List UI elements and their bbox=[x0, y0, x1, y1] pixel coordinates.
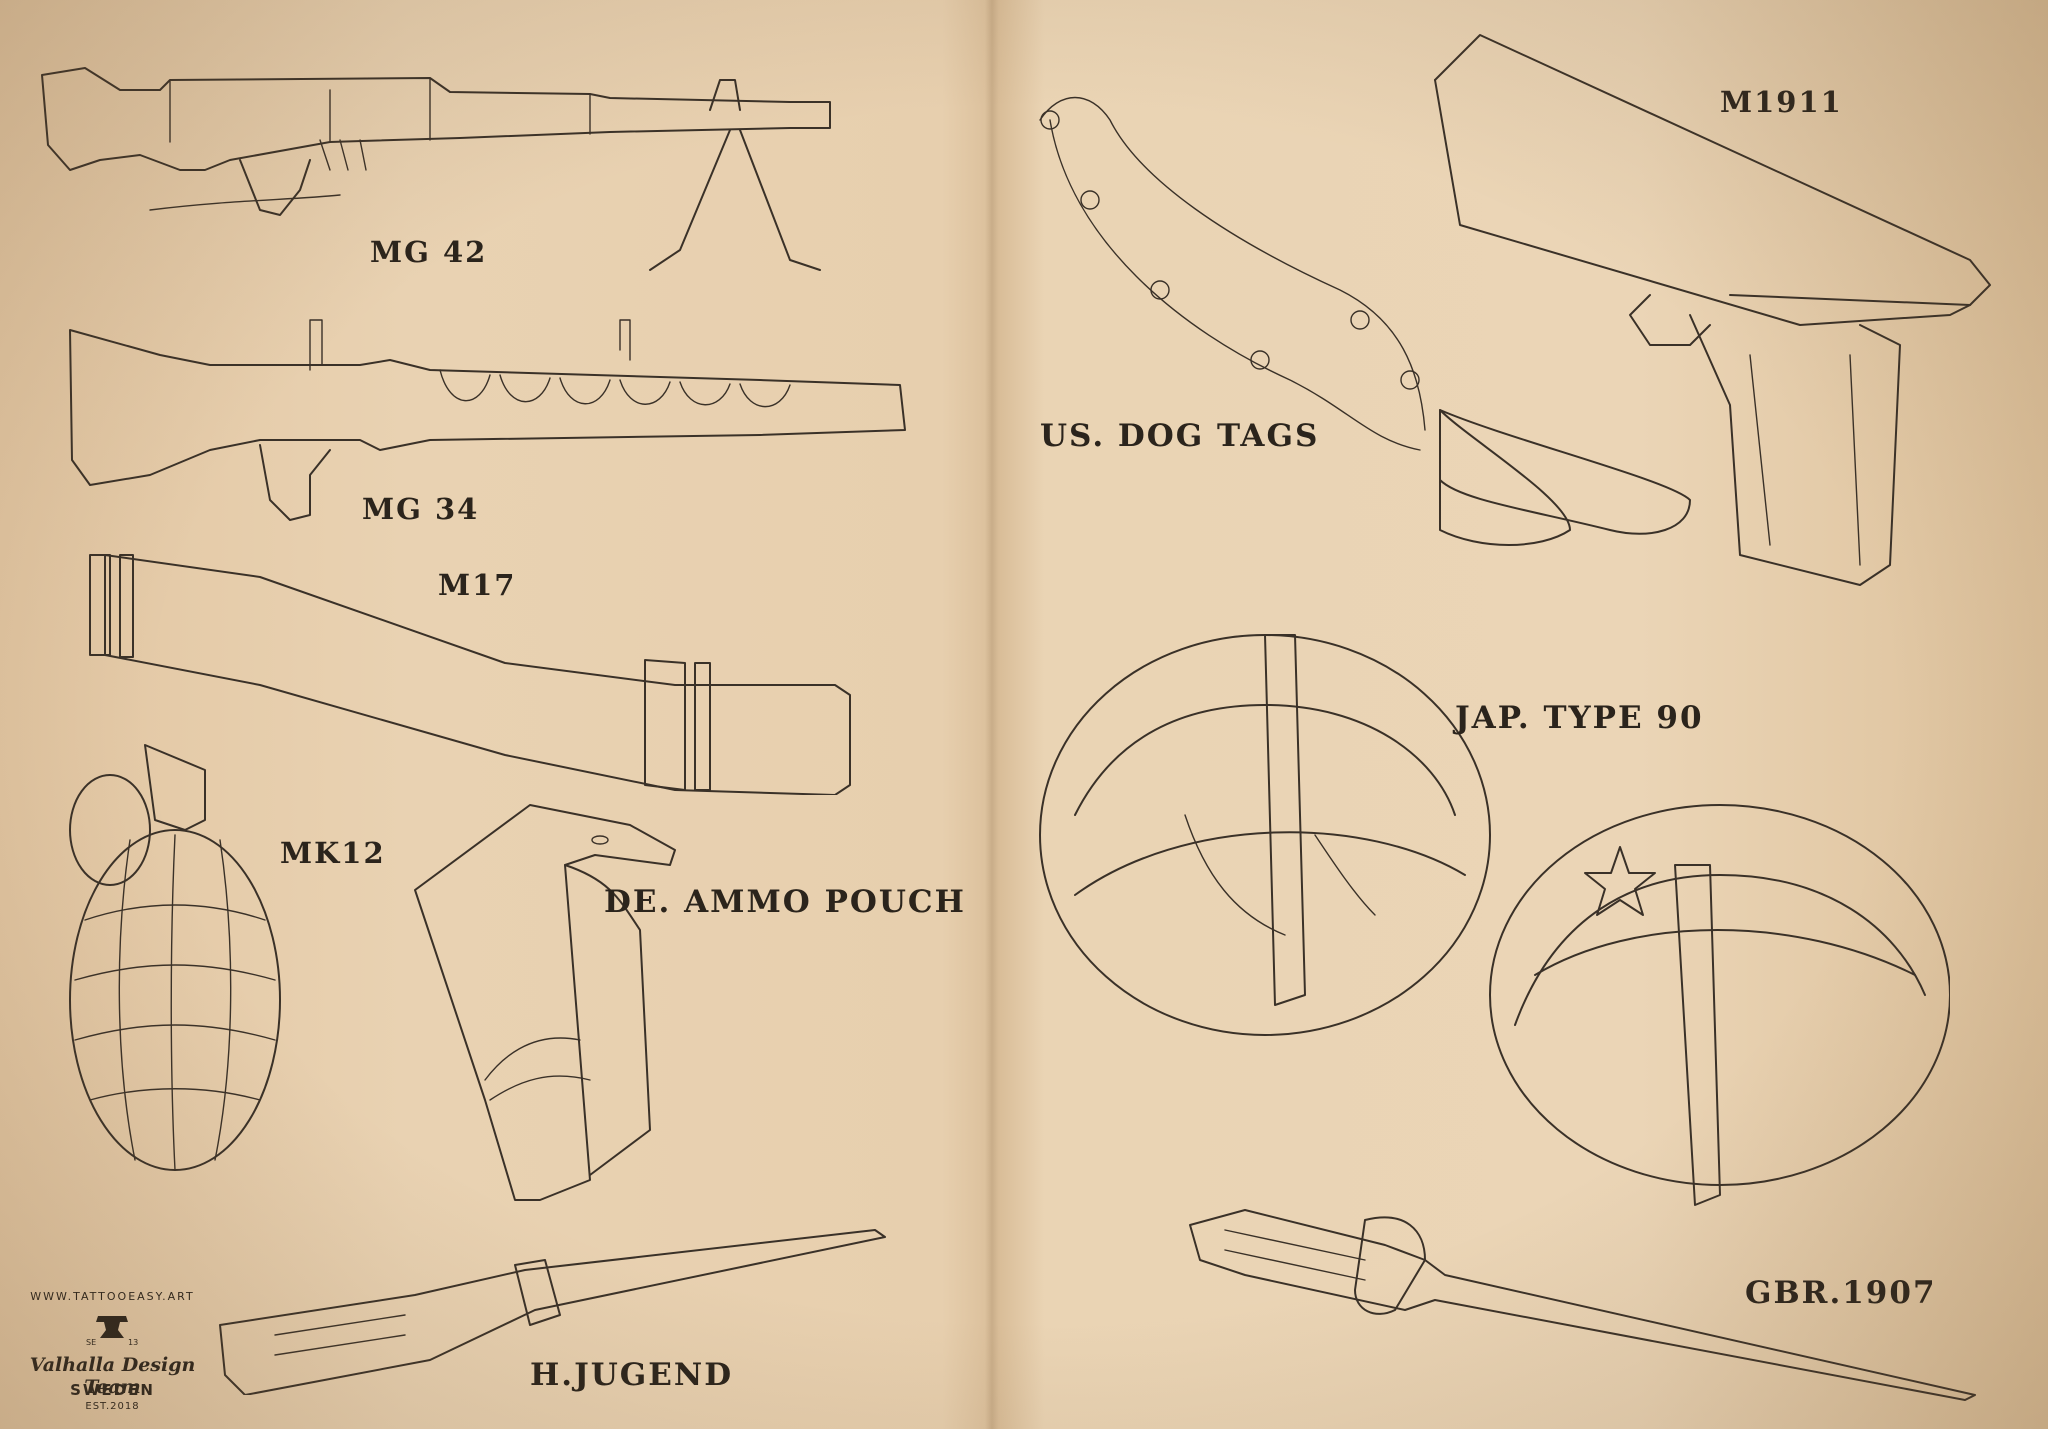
logo-se: SE bbox=[86, 1338, 97, 1347]
valhalla-logo: WWW.TATTOOEASY.ART SE 13 Valhalla Design… bbox=[20, 1290, 205, 1420]
logo-established: EST.2018 bbox=[85, 1401, 140, 1412]
type90-helmets-drawing bbox=[1035, 615, 1950, 1210]
label-gbr1907: GBR.1907 bbox=[1745, 1275, 1937, 1311]
label-mg42: MG 42 bbox=[370, 235, 488, 269]
logo-country: SWEDEN bbox=[70, 1381, 155, 1399]
mg42-drawing bbox=[30, 50, 840, 320]
page-fold bbox=[985, 0, 999, 1429]
label-ammo-pouch: DE. AMMO POUCH bbox=[604, 884, 966, 920]
gbr1907-bayonet-drawing bbox=[1185, 1200, 1985, 1405]
ammo-pouch-drawing bbox=[400, 780, 710, 1210]
label-mg34: MG 34 bbox=[362, 492, 480, 526]
label-m17: M17 bbox=[438, 568, 517, 602]
h-jugend-knife-drawing bbox=[215, 1225, 890, 1395]
label-h-jugend: H.JUGEND bbox=[530, 1357, 734, 1393]
mk12-drawing bbox=[55, 740, 295, 1180]
label-jap-type90: JAP. TYPE 90 bbox=[1455, 700, 1704, 736]
m1911-drawing bbox=[1430, 25, 2010, 600]
mg34-drawing bbox=[60, 300, 910, 545]
label-m1911: M1911 bbox=[1720, 85, 1843, 119]
dog-tags-drawing bbox=[1030, 80, 1710, 550]
anvil-icon bbox=[96, 1316, 128, 1338]
logo-team-name: Valhalla Design Team bbox=[29, 1354, 196, 1398]
label-mk12: MK12 bbox=[280, 836, 386, 870]
logo-url: WWW.TATTOOEASY.ART bbox=[30, 1290, 195, 1303]
label-dog-tags: US. DOG TAGS bbox=[1040, 418, 1320, 454]
m17-drawing bbox=[85, 545, 875, 795]
logo-year: 13 bbox=[128, 1338, 139, 1347]
